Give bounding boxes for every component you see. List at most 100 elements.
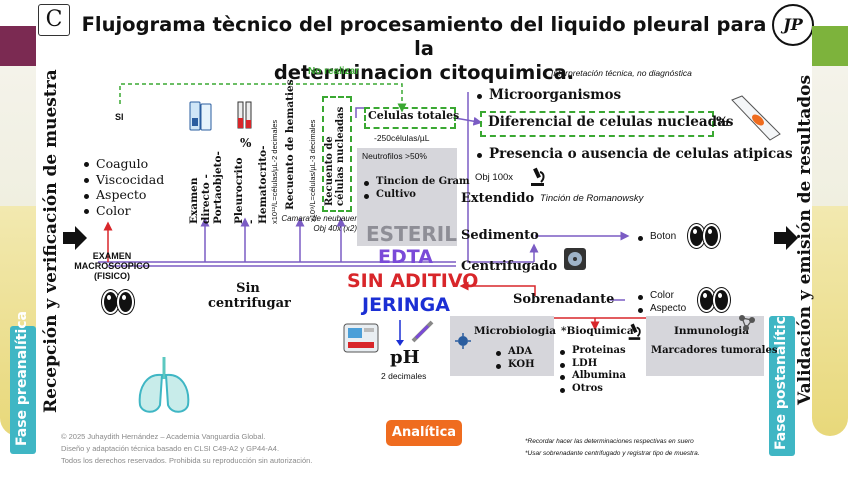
sob-aspecto-item: Aspecto	[636, 303, 686, 316]
molecule-icon	[738, 314, 756, 336]
sin-centrifugar-line: Sin	[236, 281, 260, 296]
micro-item: KOH	[494, 359, 535, 372]
blood-slide-icon	[728, 94, 782, 148]
slide-icon	[188, 100, 214, 136]
macro-item: Aspecto	[82, 187, 164, 203]
diferencial-label: Diferencial de celulas nucleadas	[488, 114, 734, 130]
esteril-item-cultivo: Cultivo	[362, 189, 470, 202]
footer-notes: *Recordar hacer las determinaciones resp…	[525, 436, 700, 460]
macro-item: Viscocidad	[82, 172, 164, 188]
celulas-totales-label: Celulas totales	[368, 109, 460, 122]
eye-icon	[713, 288, 730, 312]
camara-line: Camara de neubauer	[281, 214, 357, 223]
analitica-label: Analítica	[391, 425, 457, 440]
right-main-label: Validación y emisión de resultados	[795, 74, 815, 406]
esteril-label: ESTERIL	[366, 222, 457, 246]
bioq-item: LDH	[558, 358, 626, 371]
centrifuge-icon	[562, 246, 588, 276]
title-line-2: determinacion citoquimica.	[273, 61, 575, 84]
left-main-label: Recepción y verificación de muestra	[41, 69, 61, 413]
sin-centrifugar-line: centrifugar	[208, 296, 291, 311]
ph-analyzer-icon	[342, 320, 382, 360]
edta-label: EDTA	[378, 246, 433, 268]
phase-preanalitica-label: Fase preanalítica	[14, 310, 30, 446]
nucleadas-units: x10⁹/L=células/µL-3 decimales	[308, 119, 317, 222]
examen-macroscopico-label: EXAMEN MACROSCOPICO (FISICO)	[72, 251, 152, 281]
bioquimica-list: Proteinas LDH Albumina Otros	[558, 345, 626, 395]
ph-label: pH	[390, 347, 420, 368]
hematies-label: Recuento de hematies	[284, 79, 296, 210]
sin-aditivo-label: SIN ADITIVO	[347, 270, 479, 292]
boton-item: Boton	[636, 231, 676, 244]
macro-list: Coagulo Viscocidad Aspecto Color	[82, 156, 164, 219]
microorganismos-item: Microorganismos	[475, 87, 621, 104]
bioquimica-title: *Bioquimica	[561, 325, 634, 337]
lungs-icon	[136, 355, 192, 421]
diferencial-box	[480, 111, 714, 137]
pleurocrito-pct: %	[240, 136, 252, 150]
microscope-icon	[626, 322, 642, 344]
diferencial-pct: %	[716, 115, 729, 130]
eye-icon	[117, 290, 134, 314]
microbiologia-title: Microbiologia	[474, 325, 557, 337]
inmunologia-item: Marcadores tumorales	[651, 345, 778, 356]
celulas-totales-box	[364, 107, 456, 129]
nucleadas-highlight	[322, 96, 352, 212]
examen-directo-label: Examen directo -Portaobjeto-	[188, 151, 224, 224]
bioq-item: Proteinas	[558, 345, 626, 358]
pleurocrito-label: Pleurocrito -Hematocrito-	[233, 145, 269, 225]
right-top-list-1: Microorganismos	[475, 87, 621, 104]
footer-line: Todos los derechos reservados. Prohibida…	[61, 456, 313, 465]
centrifugado-label: Centrifugado	[461, 259, 558, 274]
footer-line: Diseño y adaptación técnica basado en CL…	[61, 444, 280, 453]
footer-note: *Recordar hacer las determinaciones resp…	[525, 438, 694, 445]
jeringa-label: JERINGA	[362, 294, 450, 316]
title-line-1: Flujograma tècnico del procesamiento del…	[81, 13, 767, 60]
footer-line: © 2025 Juhaydith Hernández – Academia Va…	[61, 432, 266, 441]
microbiologia-box	[450, 316, 554, 376]
macro-label-line: (FISICO)	[94, 271, 130, 281]
virus-icon	[455, 333, 471, 353]
macro-item: Color	[82, 203, 164, 219]
logo-left: C	[38, 4, 70, 36]
sobrenadante-list: Color Aspecto	[636, 290, 686, 315]
phase-preanalitica-badge	[10, 326, 36, 454]
footer-note: *Usar sobrenadante centrifugado y regist…	[525, 450, 700, 457]
tube-right	[812, 26, 848, 436]
phase-postanalitica-label: Fase postanalítica	[773, 306, 789, 450]
sob-color-item: Color	[636, 290, 686, 303]
ph-note: 2 decimales	[381, 371, 427, 381]
esteril-box	[357, 148, 457, 246]
eye-icon	[703, 224, 720, 248]
sedimento-label: Sedimento	[461, 228, 539, 243]
sobrenadante-label: Sobrenadante	[513, 292, 615, 307]
logo-left-text: C	[45, 7, 63, 32]
bioq-item: Otros	[558, 383, 626, 396]
esteril-item-gram: Tincion de Gram	[362, 176, 470, 189]
syringe-icon	[410, 318, 436, 348]
macro-label-line: EXAMEN	[92, 251, 132, 261]
microscope-icon	[528, 166, 546, 190]
arrow-left-icon	[63, 226, 87, 254]
macro-label-line: MACROSCOPICO	[74, 261, 150, 271]
logo-right: JP	[772, 4, 814, 46]
microbiologia-list: ADA KOH	[494, 346, 535, 371]
sin-centrifugar-label: Sin centrifugar	[208, 281, 291, 311]
phase-postanalitica-badge	[769, 316, 795, 456]
micro-item: ADA	[494, 346, 535, 359]
nucleadas-label: Recuento de células nucleadas	[324, 106, 346, 206]
boton-list: Boton	[636, 231, 676, 244]
hematies-units: x10¹²/L=células/µL-2 decimales	[270, 119, 279, 224]
arrow-right-icon	[774, 226, 798, 254]
neutrofilos-label: Neutrofilos >50%	[362, 151, 427, 161]
bioq-item: Albumina	[558, 370, 626, 383]
camara-neubauer-note: Camara de neubauer Obj 40x (x2)	[255, 214, 357, 234]
footer-copyright: © 2025 Juhaydith Hernández – Academia Va…	[61, 431, 312, 467]
esteril-list: Tincion de Gram Cultivo	[362, 176, 470, 201]
extendido-label: Extendido	[461, 191, 535, 206]
capillary-tube-icon	[232, 100, 256, 134]
camara-line: Obj 40x (x2)	[313, 224, 357, 233]
logo-right-text: JP	[783, 15, 803, 34]
no-realizar-label: No realizar	[308, 66, 360, 77]
page-title: Flujograma tècnico del procesamiento del…	[80, 13, 768, 85]
